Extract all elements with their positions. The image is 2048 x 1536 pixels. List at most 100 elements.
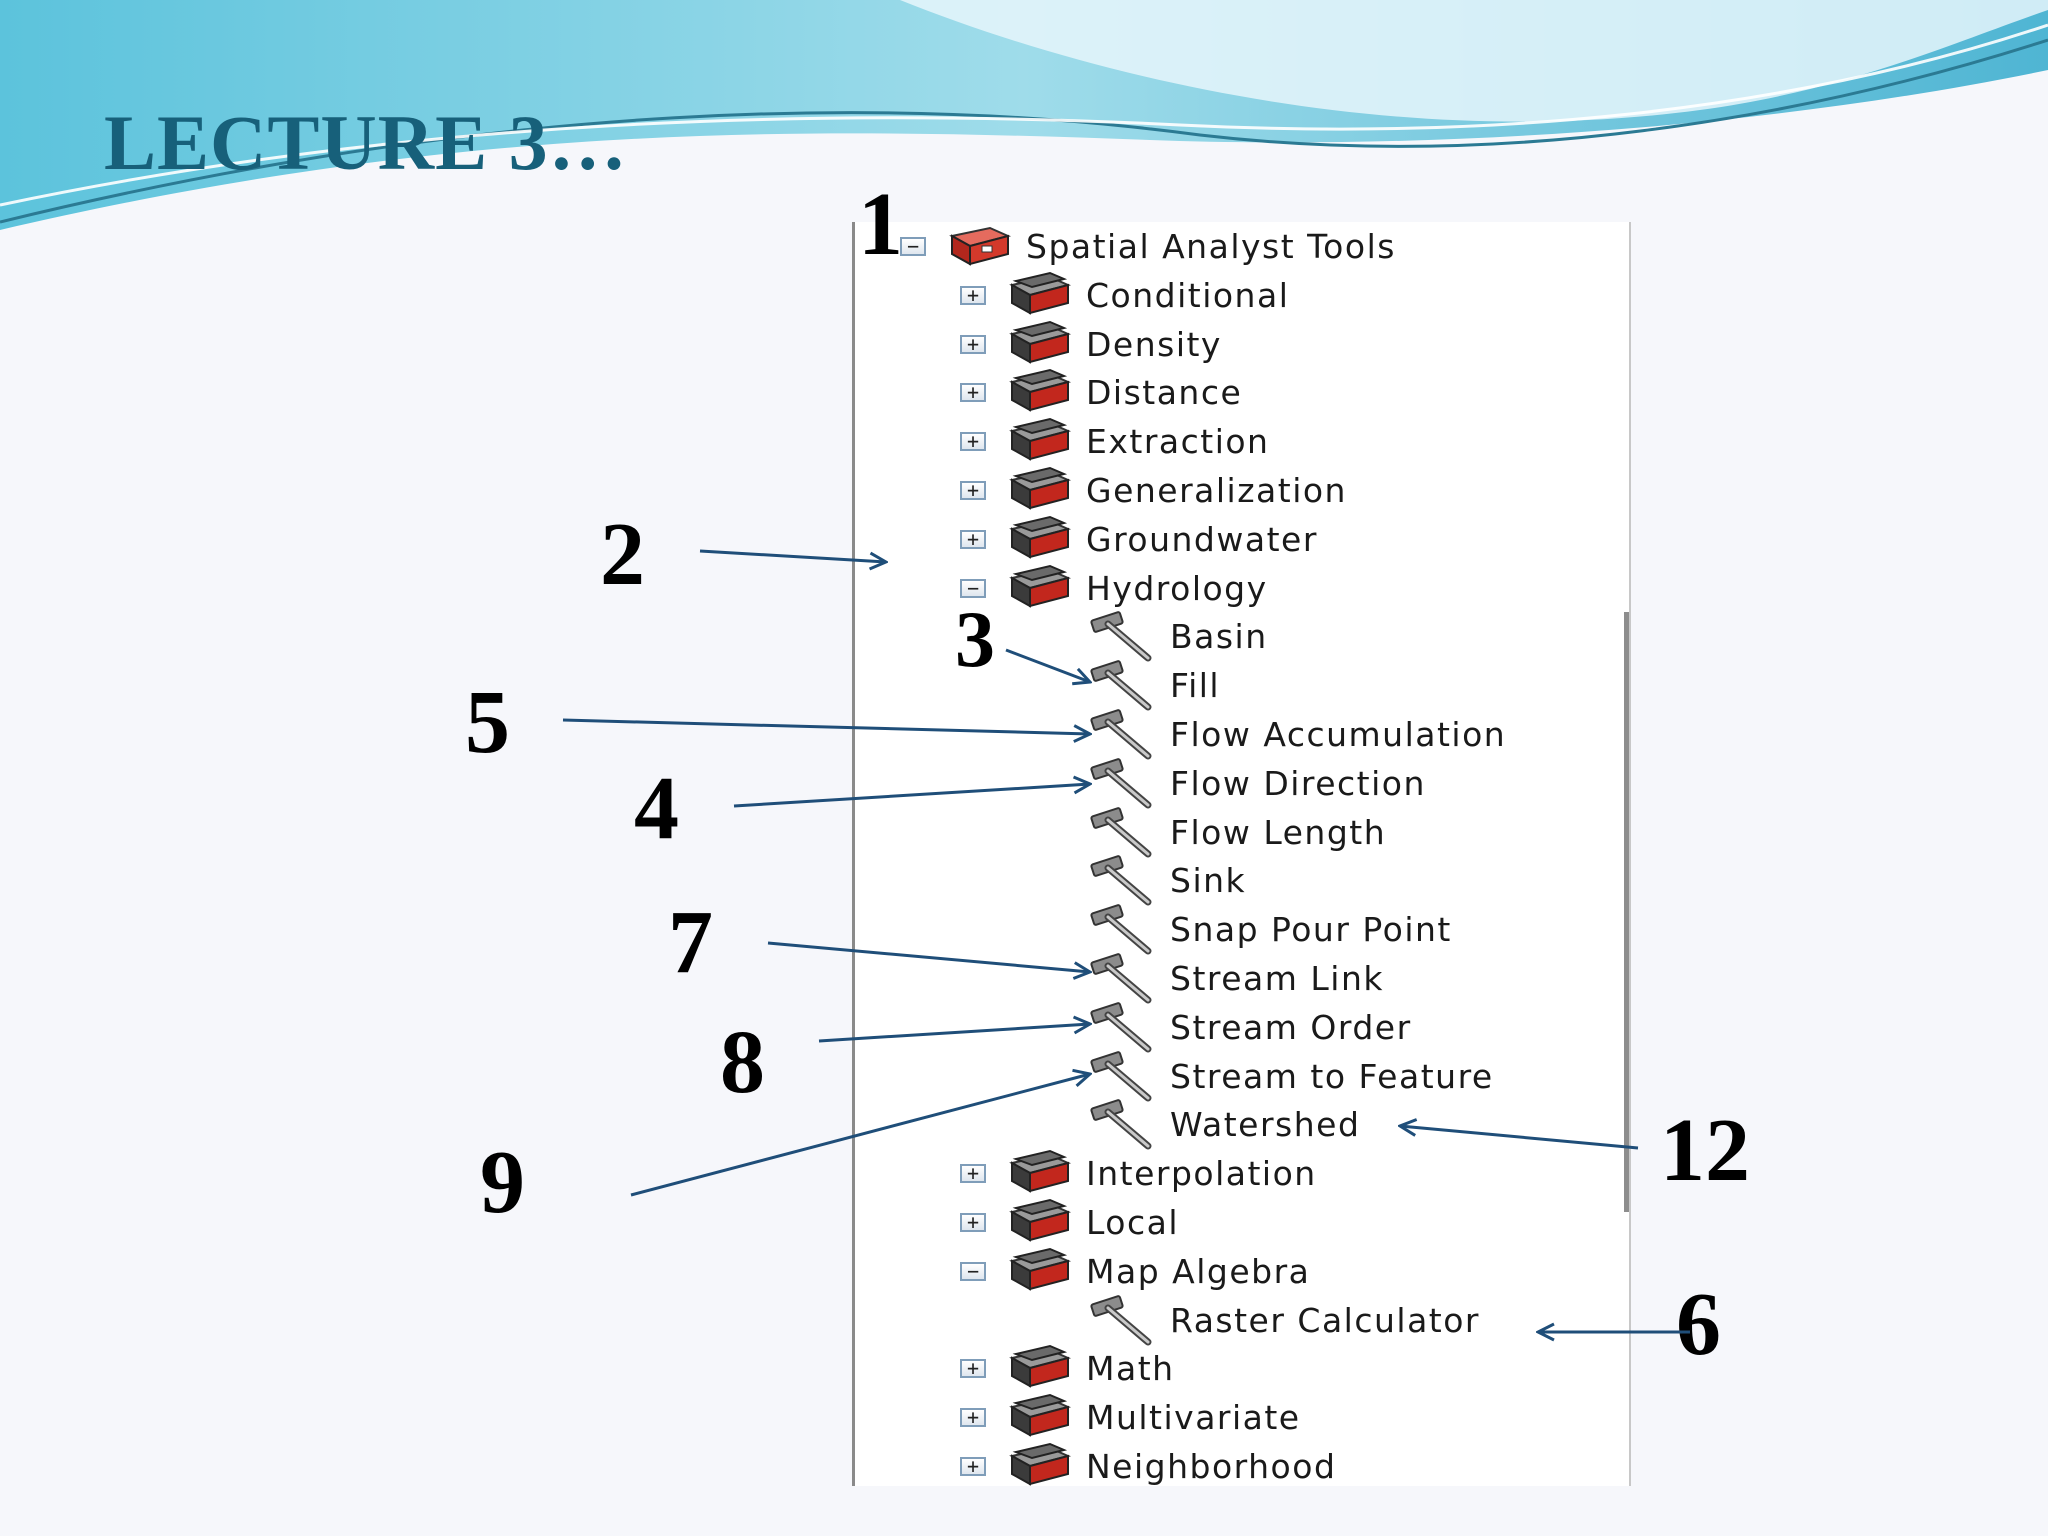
toolset-icon <box>1006 562 1086 614</box>
callout-3: 3 <box>955 596 995 684</box>
tree-item-distance[interactable]: + Distance <box>960 368 1242 416</box>
tree-item-label: Basin <box>1170 616 1268 656</box>
hammer-icon <box>1090 704 1170 764</box>
tree-item-label: Flow Length <box>1170 812 1387 852</box>
expand-toggle[interactable]: + <box>960 285 986 305</box>
expand-toggle[interactable]: + <box>960 1456 986 1476</box>
expand-toggle[interactable]: + <box>960 1407 986 1427</box>
red-toolbox-icon <box>946 220 1026 272</box>
collapse-toggle[interactable]: − <box>960 578 986 598</box>
tree-item-density[interactable]: + Density <box>960 320 1222 368</box>
toolset-icon <box>1006 1342 1086 1394</box>
tree-item-math[interactable]: + Math <box>960 1344 1175 1392</box>
tree-item-flow-direction[interactable]: Flow Direction <box>1090 758 1426 809</box>
callout-4: 4 <box>634 759 679 858</box>
callout-5: 5 <box>465 673 510 772</box>
toolset-icon <box>1006 513 1086 565</box>
tree-item-label: Flow Accumulation <box>1170 714 1507 754</box>
callout-12: 12 <box>1660 1101 1750 1200</box>
toolset-icon <box>1006 318 1086 370</box>
tree-item-label: Math <box>1086 1348 1175 1388</box>
collapse-toggle[interactable]: − <box>960 1261 986 1281</box>
tree-item-groundwater[interactable]: + Groundwater <box>960 515 1318 563</box>
tree-item-local[interactable]: + Local <box>960 1198 1179 1246</box>
tree-item-label: Neighborhood <box>1086 1446 1337 1486</box>
tree-item-stream-to-feature[interactable]: Stream to Feature <box>1090 1051 1494 1102</box>
tree-item-basin[interactable]: Basin <box>1090 611 1268 662</box>
top-wave-line-2 <box>0 23 2048 207</box>
top-wave-line <box>0 38 2048 224</box>
tree-item-multivariate[interactable]: + Multivariate <box>960 1393 1301 1441</box>
callout-9: 9 <box>480 1133 525 1232</box>
tree-item-interpolation[interactable]: + Interpolation <box>960 1149 1317 1197</box>
tree-item-label: Map Algebra <box>1086 1251 1311 1291</box>
hammer-icon <box>1090 1094 1170 1154</box>
tree-item-label: Extraction <box>1086 421 1270 461</box>
hammer-icon <box>1090 655 1170 715</box>
tree-item-label: Stream Link <box>1170 958 1384 998</box>
tree-item-conditional[interactable]: + Conditional <box>960 271 1289 319</box>
expand-toggle[interactable]: + <box>960 1212 986 1232</box>
tree-item-label: Flow Direction <box>1170 763 1426 803</box>
tree-item-fill[interactable]: Fill <box>1090 660 1221 711</box>
callout-7: 7 <box>668 893 713 992</box>
tree-item-label: Fill <box>1170 665 1221 705</box>
tree-item-map-algebra[interactable]: − Map Algebra <box>960 1247 1310 1295</box>
expand-toggle[interactable]: + <box>960 431 986 451</box>
tree-item-label: Sink <box>1170 860 1247 900</box>
tree-item-label: Multivariate <box>1086 1397 1301 1437</box>
expand-toggle[interactable]: + <box>960 529 986 549</box>
tree-item-label: Stream to Feature <box>1170 1056 1494 1096</box>
tree-item-label: Interpolation <box>1086 1153 1317 1193</box>
toolset-icon <box>1006 1391 1086 1443</box>
tree-item-snap-pour-point[interactable]: Snap Pour Point <box>1090 904 1452 955</box>
hammer-icon <box>1090 997 1170 1057</box>
hammer-icon <box>1090 899 1170 959</box>
tree-item-flow-length[interactable]: Flow Length <box>1090 807 1387 858</box>
tree-item-stream-order[interactable]: Stream Order <box>1090 1002 1412 1053</box>
tree-item-label: Groundwater <box>1086 519 1318 559</box>
top-wave-highlight <box>900 0 2048 122</box>
tree-item-raster-calculator[interactable]: Raster Calculator <box>1090 1295 1480 1346</box>
tree-item-label: Snap Pour Point <box>1170 909 1452 949</box>
toolset-icon <box>1006 1440 1086 1492</box>
expand-toggle[interactable]: + <box>960 382 986 402</box>
tree-item-watershed[interactable]: Watershed <box>1090 1099 1360 1150</box>
toolset-icon <box>1006 1245 1086 1297</box>
expand-toggle[interactable]: + <box>960 1358 986 1378</box>
tree-item-extraction[interactable]: + Extraction <box>960 417 1269 465</box>
expand-toggle[interactable]: + <box>960 334 986 354</box>
toolset-icon <box>1006 1147 1086 1199</box>
hammer-icon <box>1090 606 1170 666</box>
tree-item-label: Spatial Analyst Tools <box>1026 226 1396 266</box>
tree-item-label: Density <box>1086 324 1222 364</box>
toolset-icon <box>1006 415 1086 467</box>
tree-item-label: Hydrology <box>1086 568 1268 608</box>
tree-item-generalization[interactable]: + Generalization <box>960 466 1347 514</box>
tree-item-hydrology[interactable]: − Hydrology <box>960 564 1268 612</box>
toolset-icon <box>1006 366 1086 418</box>
tree-item-neighborhood[interactable]: + Neighborhood <box>960 1442 1336 1490</box>
expand-toggle[interactable]: + <box>960 480 986 500</box>
tree-item-flow-accumulation[interactable]: Flow Accumulation <box>1090 709 1507 760</box>
tree-item-label: Local <box>1086 1202 1180 1242</box>
callout-1: 1 <box>858 175 903 274</box>
expand-toggle[interactable]: + <box>960 1163 986 1183</box>
tree-item-label: Raster Calculator <box>1170 1300 1480 1340</box>
callout-2: 2 <box>600 505 645 604</box>
tree-item-spatial-analyst-tools[interactable]: − Spatial Analyst Tools <box>900 222 1396 270</box>
hammer-icon <box>1090 1046 1170 1106</box>
hammer-icon <box>1090 753 1170 813</box>
tree-item-label: Stream Order <box>1170 1007 1412 1047</box>
scrollbar[interactable] <box>1624 612 1629 1212</box>
callout-6: 6 <box>1676 1275 1721 1374</box>
toolset-icon <box>1006 464 1086 516</box>
tree-item-sink[interactable]: Sink <box>1090 855 1247 906</box>
collapse-toggle[interactable]: − <box>900 236 926 256</box>
tree-item-stream-link[interactable]: Stream Link <box>1090 953 1384 1004</box>
callout-8: 8 <box>720 1013 765 1112</box>
toolset-icon <box>1006 269 1086 321</box>
tree-item-label: Distance <box>1086 372 1243 412</box>
hammer-icon <box>1090 850 1170 910</box>
